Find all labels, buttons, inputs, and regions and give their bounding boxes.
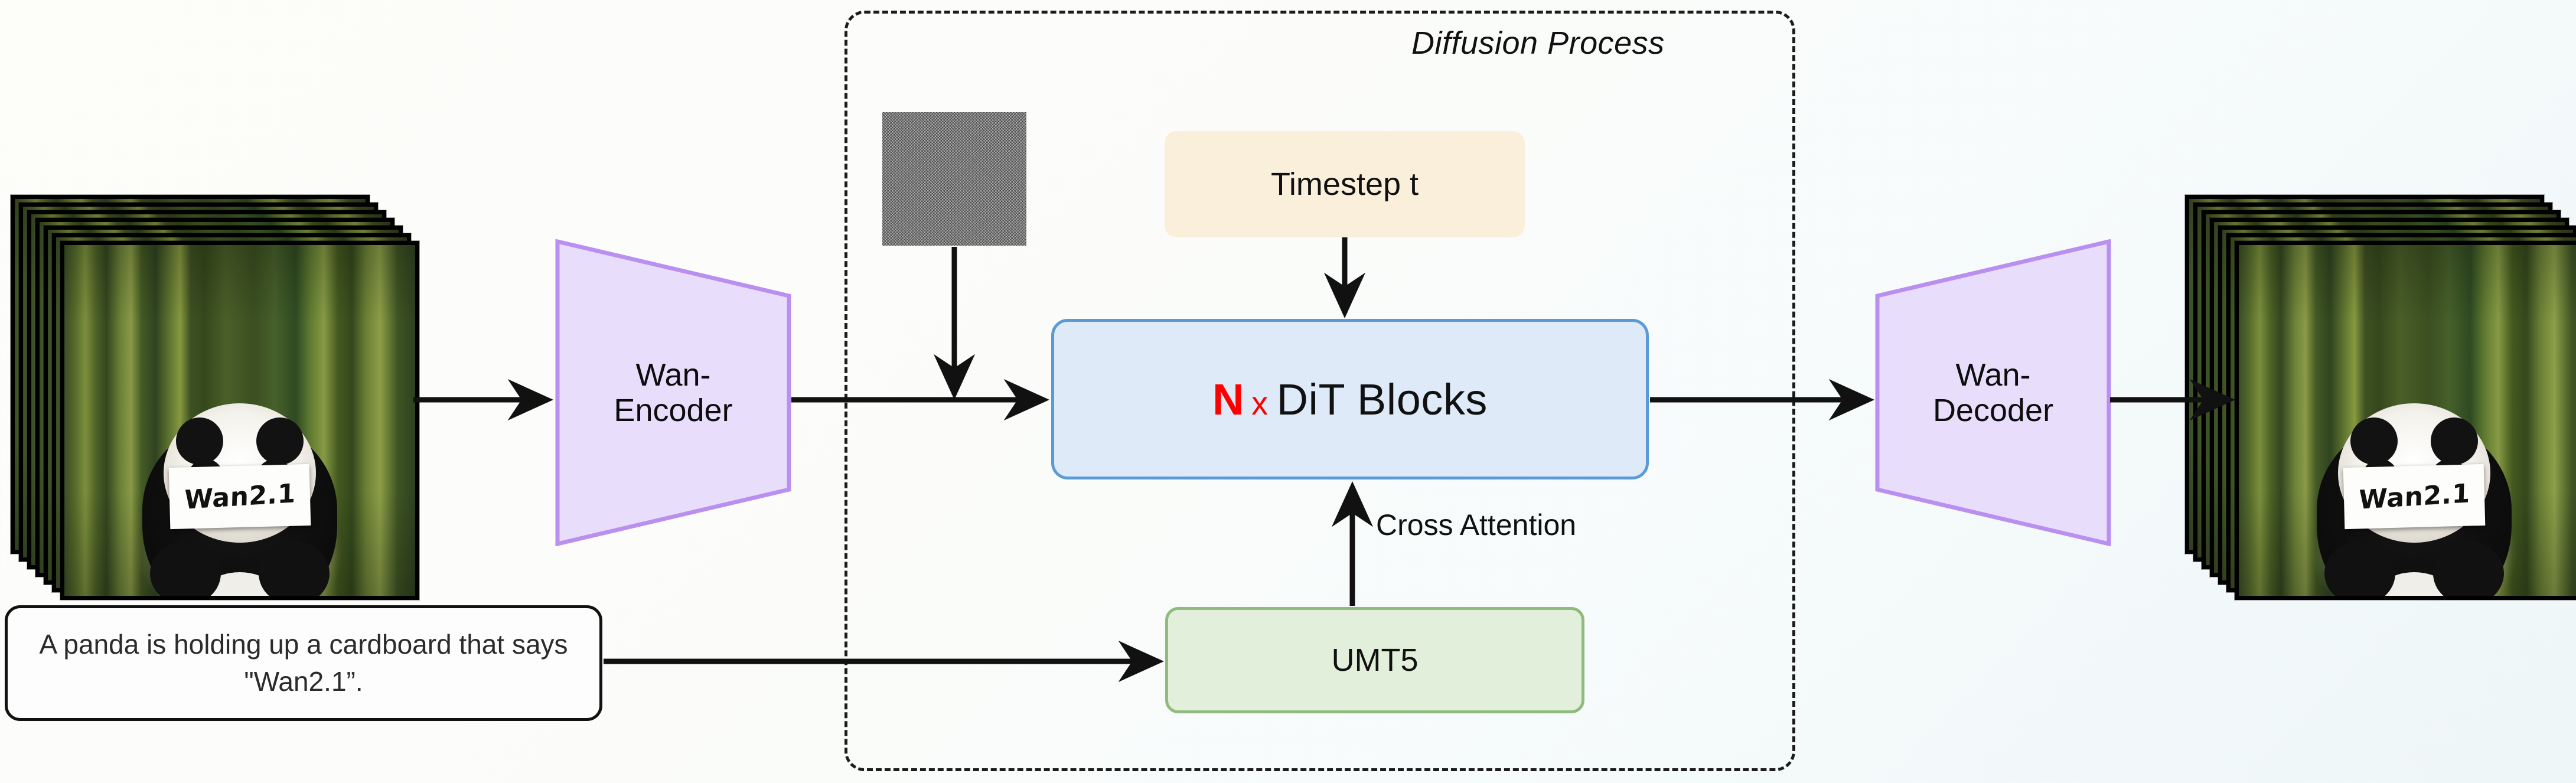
output-video-stack: Wan2.1 <box>2185 195 2576 600</box>
panda-ear-right <box>2431 417 2479 465</box>
diffusion-process-label: Diffusion Process <box>1411 25 1665 61</box>
wan-encoder-node[interactable]: Wan- Encoder <box>555 239 791 546</box>
input-video-stack: Wan2.1 <box>11 195 419 600</box>
panda-arm-right <box>258 541 330 596</box>
diffusion-process-region <box>844 11 1795 771</box>
trapezoid-shape <box>1875 239 2111 546</box>
cardboard-sign-text: Wan2.1 <box>2358 478 2470 516</box>
trapezoid-shape <box>555 239 791 546</box>
panda-arm-left <box>2324 541 2396 596</box>
dit-blocks-text: DiT Blocks <box>1276 374 1488 424</box>
panda-ear-right <box>256 417 304 465</box>
timestep-label: Timestep t <box>1270 167 1419 202</box>
cardboard-sign-text: Wan2.1 <box>184 478 296 516</box>
dit-repeat-count: N <box>1212 374 1245 424</box>
prompt-text-box[interactable]: A panda is holding up a cardboard that s… <box>5 605 602 721</box>
panda-arm-right <box>2432 541 2504 596</box>
dit-multiplier-sign: x <box>1251 384 1269 422</box>
cross-attention-label: Cross Attention <box>1376 508 1577 541</box>
prompt-text: A panda is holding up a cardboard that s… <box>39 628 568 697</box>
umt5-label: UMT5 <box>1331 642 1419 678</box>
panda-ear-left <box>2350 417 2398 465</box>
cardboard-sign: Wan2.1 <box>2343 464 2486 530</box>
umt5-node[interactable]: UMT5 <box>1165 607 1584 713</box>
panda-ear-left <box>175 417 223 465</box>
panda-arm-left <box>150 541 221 596</box>
video-frame-front: Wan2.1 <box>2235 241 2576 600</box>
cardboard-sign: Wan2.1 <box>168 464 311 530</box>
timestep-node[interactable]: Timestep t <box>1165 131 1525 237</box>
video-frame-front: Wan2.1 <box>60 241 419 600</box>
noise-latent-patch <box>882 112 1026 246</box>
wan-decoder-node[interactable]: Wan- Decoder <box>1875 239 2111 546</box>
